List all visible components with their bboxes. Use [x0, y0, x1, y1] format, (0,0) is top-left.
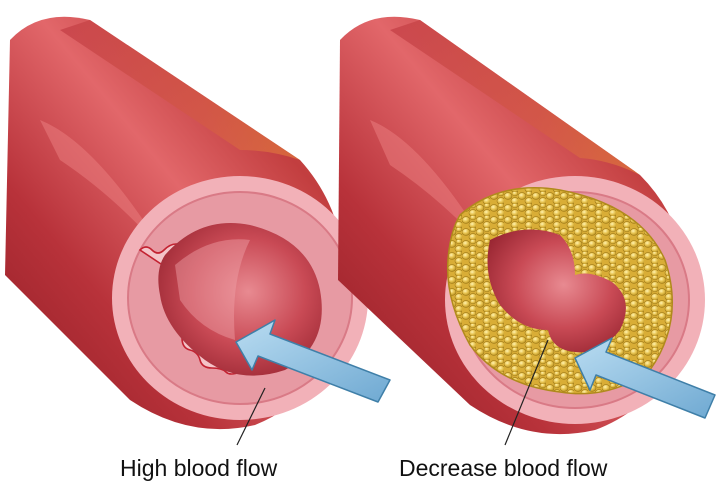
healthy-artery-caption: High blood flow: [120, 455, 277, 482]
narrowed-artery-caption: Decrease blood flow: [399, 455, 607, 482]
healthy-artery: [5, 17, 390, 445]
narrowed-artery: [338, 17, 715, 445]
